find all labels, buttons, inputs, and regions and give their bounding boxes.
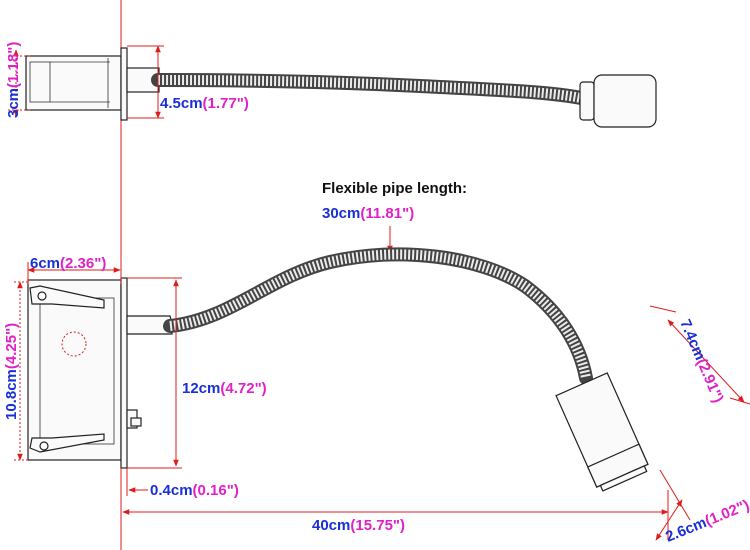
top-mount-clip-side xyxy=(29,285,105,309)
pipe-title: Flexible pipe length: xyxy=(322,180,467,197)
top-mount-clip xyxy=(29,61,51,103)
base-width-label: 6cm(2.36") xyxy=(30,255,106,272)
reach-label: 40cm(15.75") xyxy=(312,517,405,534)
flexible-pipe xyxy=(163,247,593,385)
pipe-length-label: 30cm(11.81") xyxy=(322,205,414,222)
head-diameter-label: 2.6cm(1.02") xyxy=(663,497,750,546)
lamp-lens xyxy=(599,465,648,492)
head-length-label: 7.4cm(2.91") xyxy=(676,317,726,405)
top-flexible-pipe xyxy=(151,73,597,107)
top-height-label: 3cm(1.18") xyxy=(5,42,22,118)
head-diameter-dim xyxy=(655,499,683,541)
plate-height-label: 12cm(4.72") xyxy=(182,380,267,397)
top-wall-plate xyxy=(120,47,128,121)
box-height-label: 10.8cm(4.25") xyxy=(3,323,20,420)
cable-hole xyxy=(61,331,87,357)
top-head-neck xyxy=(579,81,595,121)
lamp-head xyxy=(555,372,649,492)
side-view xyxy=(14,247,750,541)
wall-plate xyxy=(120,277,128,469)
plate-thickness-label: 0.4cm(0.16") xyxy=(150,482,239,499)
head-length-dim xyxy=(667,319,745,403)
bottom-mount-clip-side xyxy=(29,433,105,453)
mounting-box xyxy=(27,279,122,461)
top-depth-label: 4.5cm(1.77") xyxy=(160,95,249,112)
top-view xyxy=(8,45,657,128)
top-head xyxy=(593,74,657,128)
